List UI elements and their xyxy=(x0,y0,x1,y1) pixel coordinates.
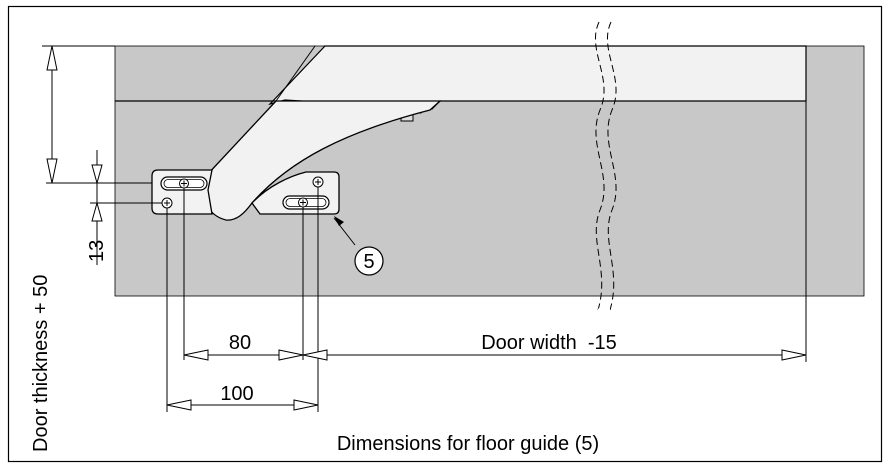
arrow-door-thickness-bottom xyxy=(46,158,58,184)
arrow-13-top xyxy=(91,164,103,185)
label-door-thickness: Door thickness + 50 xyxy=(30,275,52,452)
arrow-80-left xyxy=(183,349,209,361)
door-break-gap xyxy=(598,20,610,312)
figure-caption: Dimensions for floor guide (5) xyxy=(337,433,599,455)
arrow-80-right xyxy=(278,349,304,361)
label-13: 13 xyxy=(86,240,108,262)
label-door-width: Door width -15 xyxy=(481,332,617,354)
callout-leader-arrowhead xyxy=(334,216,344,226)
callout-number: 5 xyxy=(363,251,374,273)
door-leaf xyxy=(268,45,807,110)
arrow-13-bottom xyxy=(91,201,103,222)
arrow-door-thickness-top xyxy=(46,45,58,71)
arrow-100-left xyxy=(166,399,192,411)
label-80: 80 xyxy=(229,332,251,354)
arrow-door-width-left xyxy=(302,349,328,361)
label-100: 100 xyxy=(220,383,253,405)
callout-circle xyxy=(354,246,384,276)
arrow-100-right xyxy=(293,399,319,411)
drawing-frame xyxy=(7,5,883,463)
screw-icons xyxy=(161,176,324,209)
door-bevel-line xyxy=(275,45,316,102)
arrow-door-width-right xyxy=(781,349,807,361)
